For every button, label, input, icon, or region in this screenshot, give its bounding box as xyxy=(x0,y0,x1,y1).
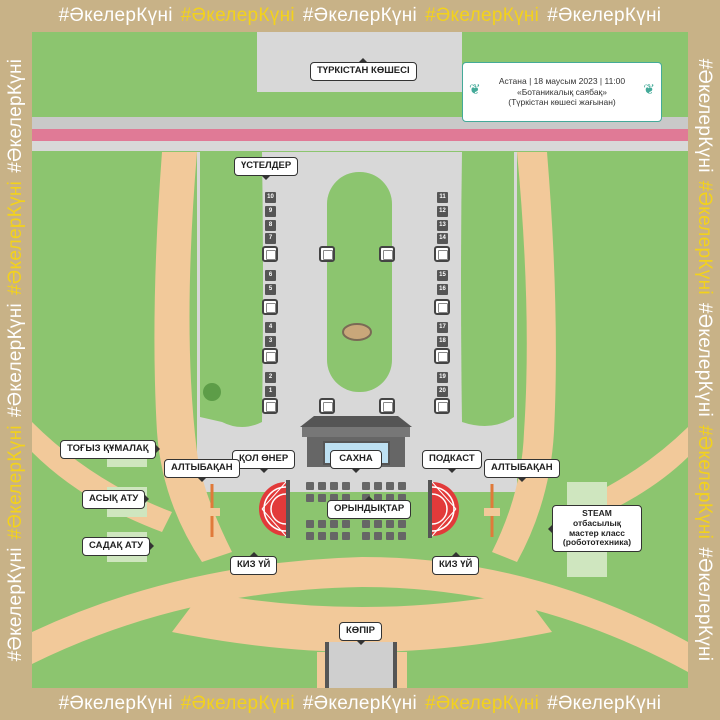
stall-number: 16 xyxy=(437,284,448,295)
kiosk xyxy=(379,398,395,414)
hashtag: #ӘкелерКүні xyxy=(694,180,715,295)
kiosk xyxy=(262,348,278,364)
tables-label: ҮСТЕЛДЕР xyxy=(234,157,299,176)
hashtag-row-top: #ӘкелерКүні #ӘкелерКүні #ӘкелерКүні #Әке… xyxy=(0,0,720,32)
hashtag-row-bottom: #ӘкелерКүні #ӘкелерКүні #ӘкелерКүні #Әке… xyxy=(0,688,720,720)
hashtag: #ӘкелерКүні xyxy=(694,302,715,418)
stall-number: 9 xyxy=(265,206,276,217)
event-venue-line: «Ботаникалық саябақ» xyxy=(516,86,608,97)
yurt-right-label: КИЗ ҮЙ xyxy=(432,556,480,575)
kiosk xyxy=(434,246,450,262)
event-location-line: (Түркістан көшесі жағынан) xyxy=(508,97,616,108)
event-info-box: ❦ ❦ Астана | 18 маусым 2023 | 11:00 «Бот… xyxy=(462,62,662,122)
stall-number: 19 xyxy=(437,372,448,383)
hashtag: #ӘкелерКүні xyxy=(5,58,26,173)
kiosk xyxy=(262,246,278,262)
street-label: ТҮРКІСТАН КӨШЕСІ xyxy=(310,62,417,81)
kiosk xyxy=(434,299,450,315)
hashtag-column-right: #ӘкелерКүні #ӘкелерКүні #ӘкелерКүні #Әке… xyxy=(688,0,720,720)
stall-number: 8 xyxy=(265,220,276,231)
hashtag: #ӘкелерКүні xyxy=(58,693,173,714)
hashtag: #ӘкелерКүні xyxy=(547,693,662,714)
kiosk xyxy=(262,299,278,315)
yurt-left-label: КИЗ ҮЙ xyxy=(230,556,278,575)
togyz-kumalak-label: ТОҒЫЗ ҚҰМАЛАҚ xyxy=(60,440,156,459)
stall-number: 7 xyxy=(265,233,276,244)
stall-number: 3 xyxy=(265,336,276,347)
ornament-left-icon: ❦ xyxy=(469,81,481,97)
steam-line: (робототехника) xyxy=(562,537,632,548)
altybakan-right-label: АЛТЫБАҚАН xyxy=(484,459,560,478)
hashtag: #ӘкелерКүні xyxy=(694,58,715,173)
event-date-line: Астана | 18 маусым 2023 | 11:00 xyxy=(498,76,626,87)
stall-number: 2 xyxy=(265,372,276,383)
stall-number: 14 xyxy=(437,233,448,244)
stall-number: 18 xyxy=(437,336,448,347)
hashtag: #ӘкелерКүні xyxy=(5,547,26,662)
stall-number: 10 xyxy=(265,192,276,203)
hashtag: #ӘкелерКүні xyxy=(547,5,662,26)
kiosk xyxy=(379,246,395,262)
hashtag: #ӘкелерКүні xyxy=(180,5,295,26)
stall-number: 11 xyxy=(437,192,448,203)
stall-number: 6 xyxy=(265,270,276,281)
kiosk xyxy=(434,348,450,364)
seats-label: ОРЫНДЫҚТАР xyxy=(327,500,412,519)
altybakan-left-label: АЛТЫБАҚАН xyxy=(164,459,240,478)
hashtag: #ӘкелерКүні xyxy=(180,693,295,714)
kiosk xyxy=(319,246,335,262)
podcast-label: ПОДКАСТ xyxy=(422,450,482,469)
stage-label: САХНА xyxy=(330,450,382,469)
hashtag: #ӘкелерКүні xyxy=(302,5,418,26)
hashtag: #ӘкелерКүні xyxy=(694,547,715,662)
stall-number: 13 xyxy=(437,220,448,231)
hashtag: #ӘкелерКүні xyxy=(694,425,715,540)
map-background xyxy=(32,32,688,688)
craft-label: ҚОЛ ӨНЕР xyxy=(232,450,296,469)
sadak-atu-label: САДАҚ АТУ xyxy=(82,537,151,556)
stall-number: 15 xyxy=(437,270,448,281)
hashtag: #ӘкелерКүні xyxy=(5,425,26,540)
park-map: ❦ ❦ Астана | 18 маусым 2023 | 11:00 «Бот… xyxy=(32,32,688,688)
stall-number: 17 xyxy=(437,322,448,333)
hashtag: #ӘкелерКүні xyxy=(5,302,26,418)
steam-masterclass-label: STEAM отбасылық мастер класс (робототехн… xyxy=(552,505,642,553)
kiosk xyxy=(319,398,335,414)
bridge-label: КӨПІР xyxy=(339,622,382,641)
steam-line: мастер класс xyxy=(568,527,625,538)
hashtag: #ӘкелерКүні xyxy=(425,693,540,714)
stall-number: 12 xyxy=(437,206,448,217)
hashtag: #ӘкелерКүні xyxy=(425,5,540,26)
stall-number: 20 xyxy=(437,386,448,397)
hashtag: #ӘкелерКүні xyxy=(58,5,173,26)
stall-number: 5 xyxy=(265,284,276,295)
kiosk xyxy=(434,398,450,414)
hashtag: #ӘкелерКүні xyxy=(302,693,418,714)
hashtag: #ӘкелерКүні xyxy=(5,180,26,295)
hashtag-column-left: #ӘкелерКүні #ӘкелерКүні #ӘкелерКүні #Әке… xyxy=(0,0,32,720)
stall-number: 1 xyxy=(265,386,276,397)
steam-line: STEAM отбасылық xyxy=(572,508,622,528)
asyk-atu-label: АСЫҚ АТУ xyxy=(82,490,146,509)
stall-number: 4 xyxy=(265,322,276,333)
ornament-right-icon: ❦ xyxy=(643,81,655,97)
kiosk xyxy=(262,398,278,414)
